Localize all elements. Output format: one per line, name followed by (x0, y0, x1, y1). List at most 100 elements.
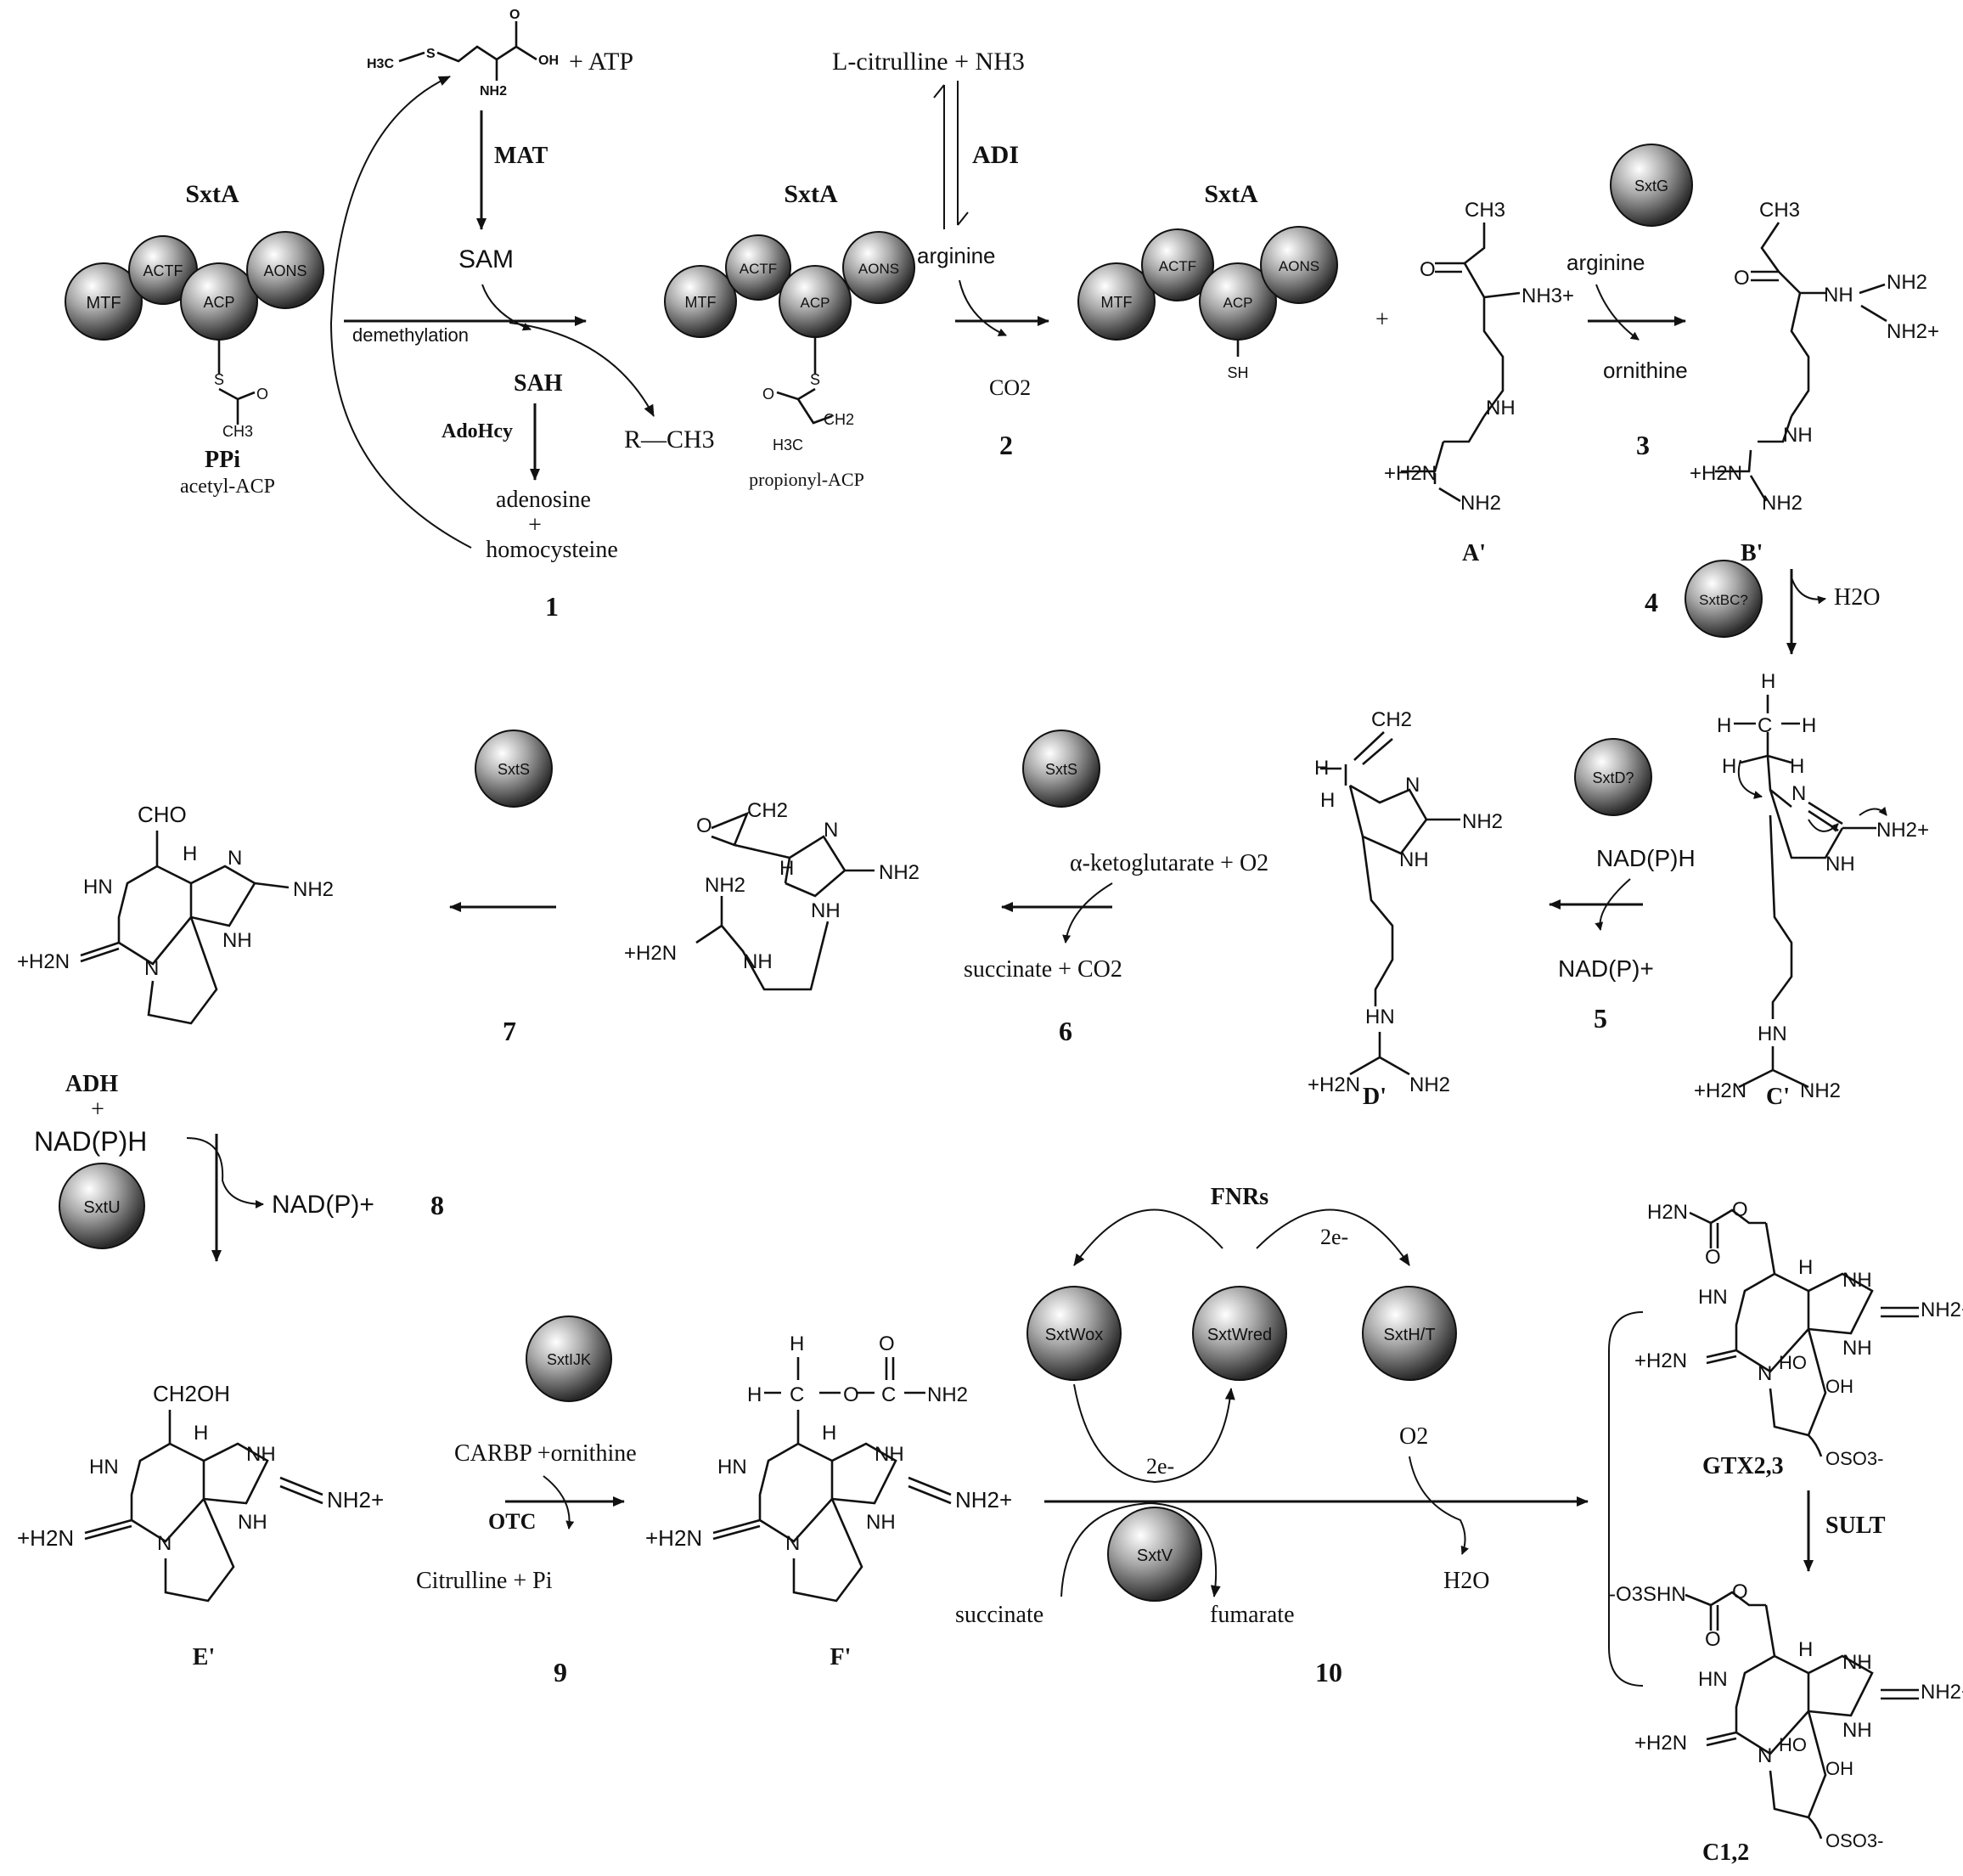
svg-text:NH: NH (1842, 1719, 1872, 1742)
svg-text:H: H (194, 1422, 208, 1445)
epoxide-structure: O CH2 H N NH2 NH NH2 +H2N NH (624, 799, 920, 991)
nadp-label-1: NAD(P)+ (1558, 955, 1654, 982)
svg-text:C: C (881, 1383, 896, 1406)
svg-text:O: O (1734, 267, 1750, 290)
svg-text:+H2N: +H2N (1634, 1732, 1687, 1755)
h2o-label-1: H2O (1834, 584, 1880, 611)
svg-text:O: O (1732, 1198, 1748, 1221)
svg-text:H: H (1722, 755, 1736, 778)
plus-sign-3: + (91, 1096, 104, 1123)
svg-text:N: N (785, 1532, 800, 1555)
svg-text:NH: NH (866, 1511, 896, 1534)
svg-text:H: H (822, 1422, 836, 1445)
svg-text:HO: HO (1779, 1734, 1807, 1755)
mtf-label-3: MTF (1101, 294, 1133, 311)
svg-text:O: O (1420, 258, 1436, 281)
nadph-label-1: NAD(P)H (1596, 845, 1696, 871)
acp-label: ACP (203, 294, 234, 311)
svg-text:H: H (1320, 789, 1335, 812)
svg-text:+H2N: +H2N (1694, 1079, 1746, 1102)
step-8: 8 (430, 1190, 444, 1220)
svg-text:NH: NH (743, 950, 773, 973)
svg-text:N: N (144, 957, 159, 980)
acetyl-bonds (217, 340, 256, 425)
svg-text:NH2+: NH2+ (1921, 1681, 1963, 1704)
svg-text:NH2: NH2 (293, 878, 334, 901)
sxtbc-sphere (1685, 560, 1763, 638)
succinate-curve-1 (1062, 882, 1113, 944)
svg-text:H: H (747, 1383, 762, 1406)
methionine-structure: H3C S O OH NH2 (367, 8, 559, 99)
propionyl-h3c: H3C (773, 437, 803, 454)
co2-label-1: CO2 (989, 375, 1031, 400)
svg-text:NH2: NH2 (1409, 1073, 1450, 1096)
svg-text:NH: NH (238, 1511, 267, 1534)
arginine-label-1: arginine (917, 243, 996, 268)
sxtwox-sphere (1026, 1286, 1122, 1381)
svg-text:NH2+: NH2+ (1876, 819, 1929, 842)
sxtv-label: SxtV (1137, 1546, 1173, 1565)
svg-text:O: O (1732, 1580, 1748, 1603)
svg-text:OH: OH (1825, 1758, 1853, 1779)
sxtijk-label: SxtIJK (547, 1351, 591, 1368)
svg-text:NH: NH (1825, 853, 1855, 876)
methyl-transfer-curve (509, 322, 655, 417)
step-2: 2 (999, 430, 1013, 460)
svg-text:C: C (1758, 714, 1772, 737)
fnrs-curve-right (1256, 1208, 1410, 1266)
oxygen-atom: O (256, 386, 268, 403)
arginine-curve (959, 279, 1007, 336)
step-1: 1 (545, 591, 559, 622)
sult-label: SULT (1825, 1513, 1886, 1539)
compound-a-label: A' (1462, 540, 1486, 566)
compound-b-structure: CH3 O NH NH2 NH2+ NH +H2N NH2 (1690, 199, 1939, 515)
svg-text:NH: NH (1486, 397, 1516, 420)
sxts-label-1: SxtS (1045, 761, 1077, 778)
svg-text:NH: NH (1399, 848, 1429, 871)
svg-text:OSO3-: OSO3- (1825, 1448, 1883, 1469)
svg-text:NH2: NH2 (705, 874, 745, 897)
svg-text:N: N (1405, 774, 1420, 797)
carbp-label: CARBP +ornithine (454, 1440, 637, 1467)
propionyl-acp-label: propionyl-ACP (749, 469, 864, 490)
acetyl-ch3: CH3 (222, 423, 253, 440)
sxts-sphere-2 (475, 730, 553, 808)
r-ch3-label: R—CH3 (624, 425, 715, 454)
otc-label: OTC (488, 1509, 536, 1534)
ornithine-curve (1595, 284, 1640, 341)
d-ch2: CH2 (1371, 708, 1412, 731)
svg-text:NH2+: NH2+ (955, 1487, 1012, 1513)
sxts-label-2: SxtS (498, 761, 530, 778)
svg-text:CH3: CH3 (1465, 199, 1505, 222)
svg-text:NH2: NH2 (1800, 1079, 1841, 1102)
compound-e-structure: CH2OH H NH NH2+ NH HN +H2N N (17, 1381, 384, 1603)
svg-text:+H2N: +H2N (17, 1525, 74, 1551)
sxtu-label: SxtU (83, 1198, 120, 1217)
svg-text:N: N (824, 819, 838, 842)
ppi-label: PPi (205, 447, 240, 473)
sam-label: SAM (458, 245, 514, 273)
svg-text:H3C: H3C (367, 57, 394, 71)
cho-label: CHO (138, 802, 187, 827)
fnrs-label: FNRs (1211, 1184, 1269, 1210)
succinate-label: succinate (955, 1602, 1043, 1628)
step-7: 7 (503, 1016, 516, 1046)
two-e-label-2: 2e- (1146, 1454, 1174, 1479)
nadp-curve-1 (1595, 878, 1631, 931)
svg-text:NH2: NH2 (1762, 492, 1803, 515)
step-3: 3 (1636, 430, 1650, 460)
plus-sign-2: + (1375, 307, 1389, 333)
adi-double-arrow (933, 81, 969, 229)
demethylation-label: demethylation (352, 324, 469, 346)
svg-text:H: H (1802, 714, 1816, 737)
compound-e-label: E' (193, 1644, 215, 1670)
plus-sign-1: + (528, 512, 542, 538)
svg-text:OH: OH (538, 54, 559, 68)
svg-text:NH: NH (246, 1443, 276, 1466)
svg-text:NH: NH (1842, 1337, 1872, 1360)
step-5: 5 (1594, 1003, 1607, 1034)
actf-label-3: ACTF (1159, 258, 1196, 274)
sxtg-label: SxtG (1634, 177, 1668, 194)
oxygen-atom-2: O (762, 386, 774, 403)
